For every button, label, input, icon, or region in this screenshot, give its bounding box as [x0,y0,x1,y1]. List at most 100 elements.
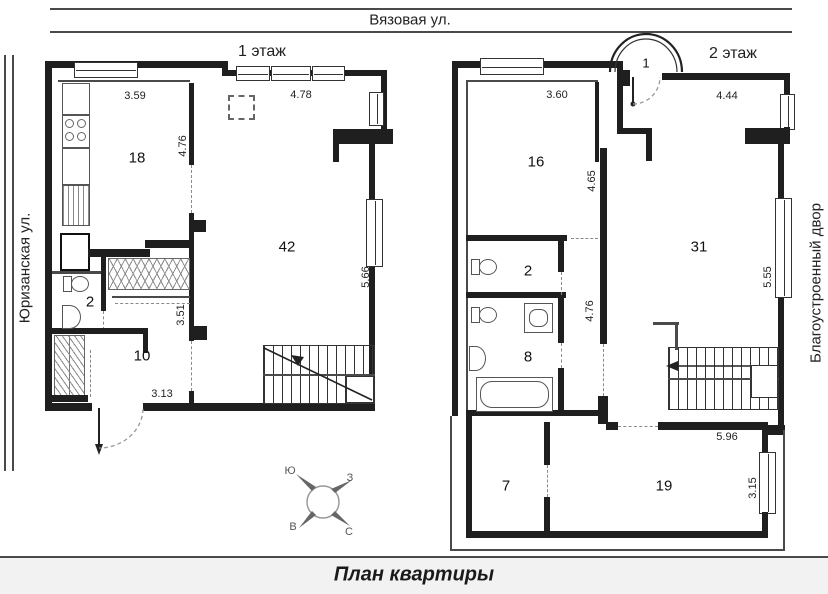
wall [101,328,148,334]
street-name-top: Вязовая ул. [369,11,451,29]
wall [194,326,207,340]
stove-burner [77,119,86,128]
wall [675,322,678,350]
wall [466,531,768,538]
wall [558,237,564,272]
kitchen-counter [62,148,90,185]
window [775,198,792,298]
door-opening [571,238,598,239]
wall [617,61,623,133]
compass-label-s: Ю [284,465,296,477]
footer-band [0,558,828,594]
stair-landing [751,365,778,398]
dim-label: 3.60 [546,89,568,101]
door-opening [90,350,91,397]
contour-line [783,430,785,550]
stair-rail [668,378,779,380]
wall [466,410,606,416]
window [236,66,270,81]
room-label-2: 2 [85,293,95,311]
room-label-7: 7 [501,477,511,495]
bathtub-icon [480,381,549,408]
wall [466,235,567,241]
compass-label-n: С [345,526,353,538]
wall [762,435,768,455]
wall [558,368,564,413]
wall [595,82,599,162]
compass-label-e: В [289,521,297,533]
door-opening [115,303,190,304]
toilet-icon [479,259,497,275]
floor1-title: 1 этаж [238,43,286,60]
window [780,94,795,130]
dim-label: 3.59 [124,90,146,102]
wall [646,128,652,161]
wall [143,403,375,411]
wall [544,422,550,465]
dim-label: 4.76 [584,300,596,322]
wall [662,73,790,80]
toilet-icon [479,307,497,323]
stove-burner [65,132,74,141]
window [312,66,345,81]
wall [101,255,106,311]
room-label-42: 42 [278,238,296,256]
toilet-icon [71,276,89,292]
wall [58,80,190,82]
closet [54,335,85,397]
window [480,58,544,75]
wall [762,425,785,435]
room-label-10: 10 [133,347,151,365]
footer-divider [0,556,828,558]
vanity-sink-icon [529,309,548,327]
door-opening [103,311,104,330]
kitchen-sink [62,185,90,226]
room-label-16: 16 [527,153,545,171]
compass-label-w: З [346,472,354,484]
wall [143,334,148,353]
wall [88,249,150,257]
street-line-top-2 [50,31,792,33]
contour-line [450,416,452,551]
wall [52,395,88,402]
wall [452,61,458,416]
wall [466,292,566,298]
wall [369,144,375,409]
window [369,92,384,126]
fridge [60,233,90,271]
wall [544,497,550,537]
wall [558,295,564,343]
wall [658,422,768,430]
dim-label: 5.55 [762,266,774,288]
stove-burner [77,132,86,141]
room-label-8: 8 [523,348,533,366]
door-opening [618,426,658,427]
door-opening [561,272,562,295]
window [271,66,311,81]
floor2-title: 2 этаж [709,45,757,62]
wall [45,403,92,411]
wall [333,129,393,144]
street-line-top-1 [50,8,792,10]
sink-icon [62,305,81,329]
stove-burner [65,119,74,128]
wall [333,144,339,162]
wall [745,128,790,144]
wall [617,128,652,134]
door-opening [561,343,562,368]
wall [194,220,206,232]
wall [598,396,608,413]
contour-line [450,549,785,551]
wall [52,271,102,274]
balcony-label: 1 [642,55,650,71]
wall [466,80,468,413]
page-title: План квартиры [333,563,495,586]
shelf-line [112,296,190,298]
shaft [228,95,255,120]
dim-label: 3.15 [747,477,759,499]
door-opening [191,165,192,213]
dim-label: 4.78 [290,89,312,101]
wall [222,61,228,76]
window [74,62,138,78]
